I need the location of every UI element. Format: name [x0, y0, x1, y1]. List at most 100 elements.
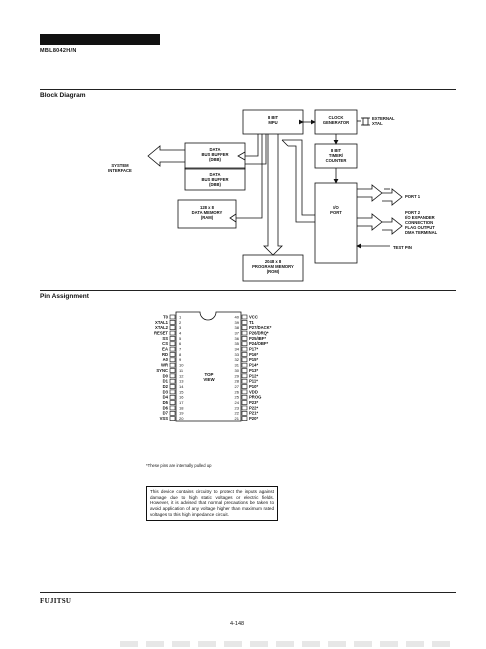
- pin-box-left: [169, 314, 176, 320]
- pin-number-right: 40: [235, 314, 240, 319]
- ram-label-2: DATA MEMORY: [192, 210, 223, 215]
- pin-box-right: [241, 389, 248, 395]
- pin-name-left: D7: [163, 411, 169, 416]
- pin-name-left: EA: [162, 347, 168, 352]
- pin-number-left: 10: [179, 363, 184, 368]
- pin-number-left: 14: [179, 384, 184, 389]
- pin-number-left: 16: [179, 395, 184, 400]
- pin-name-right: P17*: [249, 347, 258, 352]
- pin-name-right: P25/IBF*: [249, 336, 266, 341]
- port2-label-5: DMA TERMINAL: [405, 230, 438, 235]
- ram-label-3: (RAM): [201, 215, 214, 220]
- pin-number-right: 37: [235, 330, 240, 335]
- dbb2-block: [184, 167, 246, 191]
- pin-box-right: [241, 357, 248, 363]
- clock-label-1: CLOCK: [329, 115, 344, 120]
- pin-number-left: 1: [179, 314, 182, 319]
- pin-name-right: VCC: [249, 314, 258, 319]
- pin-number-right: 24: [235, 400, 240, 405]
- pin-number-left: 4: [179, 330, 182, 335]
- pin-box-left: [169, 416, 176, 421]
- scan-artifact: [120, 641, 450, 647]
- pin-number-right: 30: [235, 368, 240, 373]
- pin-number-left: 6: [179, 341, 182, 346]
- pin-number-left: 2: [179, 320, 182, 325]
- pin-box-left: [169, 330, 176, 336]
- rom-label-2: PROGRAM MEMORY: [252, 264, 294, 269]
- pin-number-left: 5: [179, 336, 182, 341]
- pin-box-right: [241, 352, 248, 357]
- pin-box-left: [169, 352, 176, 357]
- pin-number-left: 9: [179, 357, 182, 362]
- pin-box-right: [241, 384, 248, 389]
- pin-number-right: 35: [235, 341, 240, 346]
- pin-name-right: P26/DRQ*: [249, 330, 269, 335]
- pin-name-right: P20*: [249, 416, 258, 421]
- port2-label-4: FLAG OUTPUT: [405, 225, 435, 230]
- pin-box-right: [241, 378, 248, 384]
- pin-box-left: [169, 378, 176, 384]
- rom-label-1: 2048 x 8: [265, 259, 282, 264]
- pin-name-right: T1: [249, 320, 255, 325]
- pin-box-right: [241, 330, 248, 336]
- pin-box-right: [241, 400, 248, 405]
- header-black-bar: [40, 34, 160, 45]
- top-view-label-2: VIEW: [203, 377, 215, 382]
- pin-box-right: [241, 325, 248, 331]
- pin-box-right: [241, 320, 248, 325]
- pin-box-right: [241, 405, 248, 411]
- pin-name-left: RD: [162, 352, 168, 357]
- pin-number-right: 36: [235, 336, 240, 341]
- pin-name-left: D1: [163, 379, 169, 384]
- pin-box-left: [169, 389, 176, 395]
- dbb1-label-3: (DBB): [209, 157, 221, 162]
- dbb2-label-2: BUS BUFFER: [202, 177, 229, 182]
- pin-number-right: 38: [235, 325, 240, 330]
- pin-number-right: 29: [235, 373, 240, 378]
- io-label-2: PORT: [330, 210, 342, 215]
- pin-number-right: 31: [235, 363, 240, 368]
- pin-number-right: 32: [235, 357, 240, 362]
- section-rule: [40, 290, 456, 291]
- xtal-label: XTAL: [372, 121, 383, 126]
- pin-number-left: 19: [179, 411, 184, 416]
- pin-number-right: 39: [235, 320, 240, 325]
- pin-name-right: P22*: [249, 405, 258, 410]
- top-view-label-1: TOP: [205, 372, 214, 377]
- pin-name-right: VDD: [249, 389, 258, 394]
- cpu-label-1: 8 BIT: [268, 115, 279, 120]
- pin-name-left: XTAL2: [155, 325, 169, 330]
- pin-number-right: 21: [235, 416, 240, 421]
- pin-box-left: [169, 394, 176, 400]
- pin-number-right: 34: [235, 347, 240, 352]
- system-interface-label-2: INTERFACE: [108, 168, 132, 173]
- footer-rule: [40, 592, 456, 593]
- pin-box-left: [169, 357, 176, 363]
- pin-number-left: 11: [179, 368, 184, 373]
- pin-name-right: P12*: [249, 373, 258, 378]
- section-rule: [40, 89, 456, 90]
- pin-number-left: 12: [179, 373, 184, 378]
- pin-name-left: D5: [163, 400, 169, 405]
- footnote: *These pins are internally pulled up: [146, 463, 212, 468]
- pin-number-right: 27: [235, 384, 240, 389]
- io-label-1: I/O: [333, 205, 339, 210]
- port2-label-2: I/O EXPANDER: [405, 215, 435, 220]
- pin-name-right: PROG: [249, 395, 261, 400]
- pin-name-right: P23*: [249, 400, 258, 405]
- pin-number-left: 17: [179, 400, 184, 405]
- pin-name-left: T0: [163, 314, 169, 319]
- dbb2-label-1: DATA: [209, 172, 220, 177]
- pin-name-left: CS: [162, 341, 168, 346]
- dbb2-label-3: (DBB): [209, 182, 221, 187]
- pin-name-left: XTAL1: [155, 320, 169, 325]
- pin-box-right: [241, 346, 248, 352]
- pin-name-left: D4: [163, 395, 169, 400]
- pin-box-left: [169, 325, 176, 331]
- rom-label-3: (ROM): [267, 269, 280, 274]
- pin-box-left: [169, 410, 176, 416]
- pin-box-right: [241, 394, 248, 400]
- pin-box-left: [169, 373, 176, 379]
- pin-number-left: 20: [179, 416, 184, 421]
